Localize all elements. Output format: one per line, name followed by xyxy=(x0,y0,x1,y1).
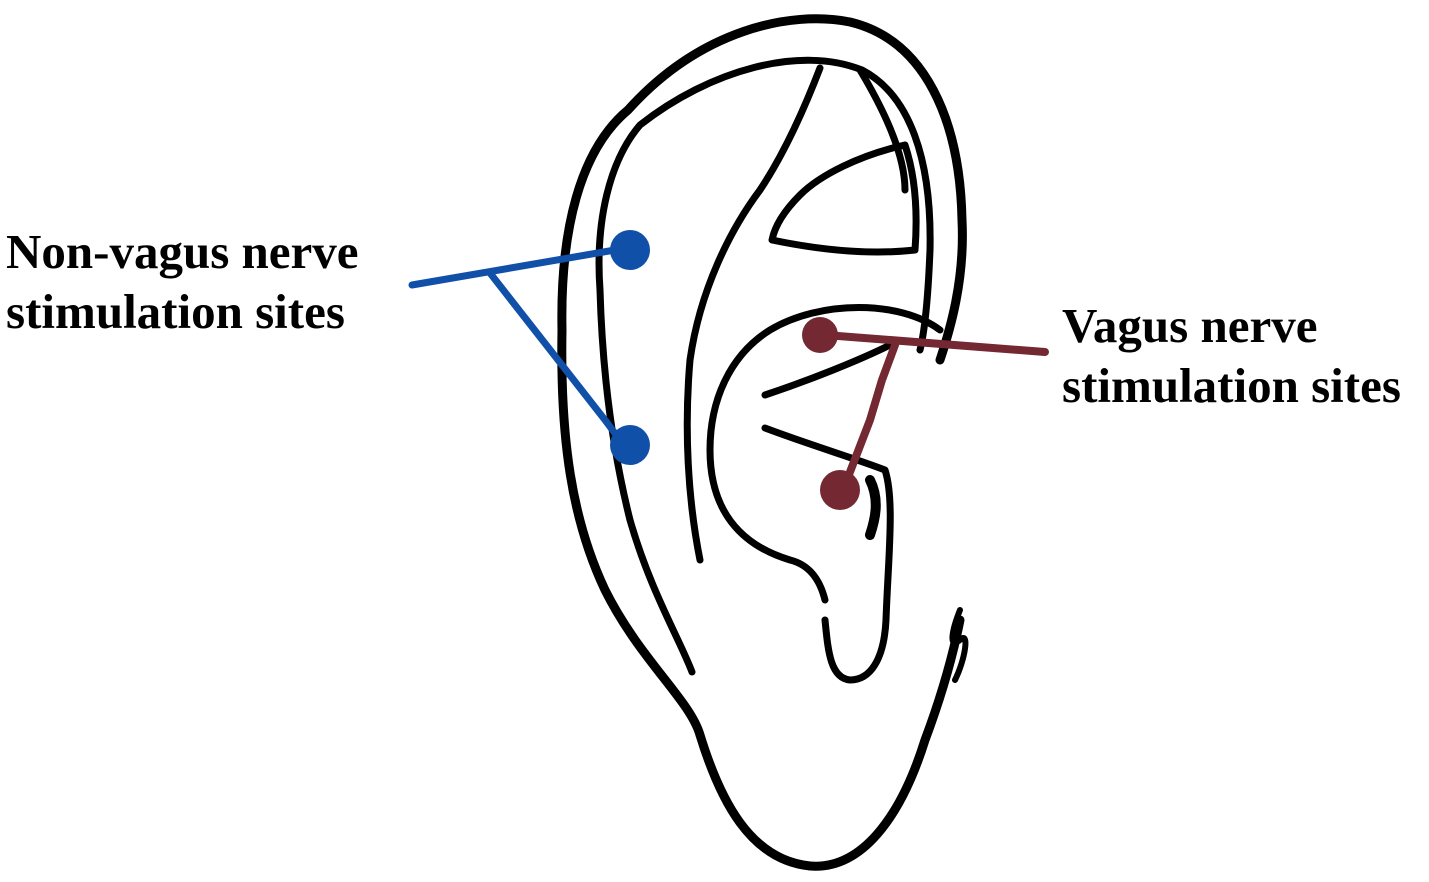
non-vagus-leader-line xyxy=(408,246,624,444)
ear-crus-helix xyxy=(761,341,894,399)
ear-lobe-notch xyxy=(949,607,969,683)
non-vagus-label-line1: Non-vagus nerve xyxy=(6,224,359,279)
ear-helix-inner xyxy=(595,56,934,676)
vagus-sites xyxy=(802,317,1049,510)
ear-triangular-fossa xyxy=(768,141,920,256)
ear-concha-lower xyxy=(761,424,894,684)
non-vagus-site-upper xyxy=(610,230,650,270)
non-vagus-site-lower xyxy=(610,425,650,465)
ear-concha-upper xyxy=(706,304,944,604)
vagus-site-lower xyxy=(820,470,860,510)
vagus-label: Vagus nerve stimulation sites xyxy=(1062,296,1401,416)
vagus-label-line1: Vagus nerve xyxy=(1062,298,1318,353)
ear-helix-outer xyxy=(557,14,967,871)
ear-outline xyxy=(557,14,969,871)
ear-tragus-shadow xyxy=(865,475,881,540)
non-vagus-label: Non-vagus nerve stimulation sites xyxy=(6,222,359,342)
ear-antihelix-lower xyxy=(856,66,909,194)
vagus-site-upper xyxy=(802,317,838,353)
vagus-label-line2: stimulation sites xyxy=(1062,358,1401,413)
ear-antihelix-upper xyxy=(683,64,824,564)
non-vagus-sites xyxy=(408,230,650,465)
non-vagus-label-line2: stimulation sites xyxy=(6,284,345,339)
vagus-leader-line xyxy=(821,331,1049,489)
